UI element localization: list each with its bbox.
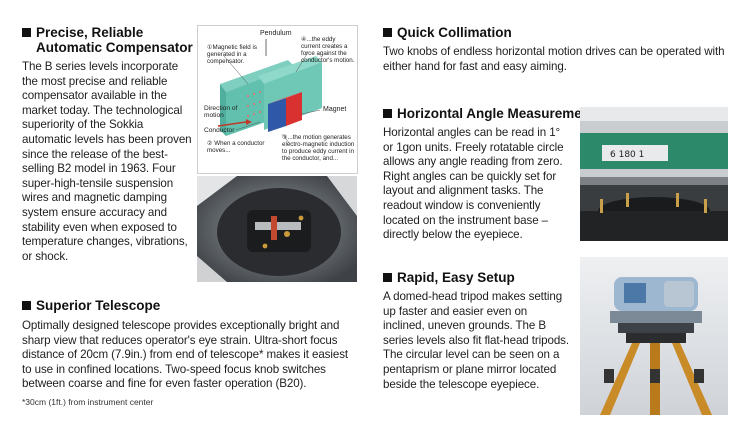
- bullet-square-icon: [22, 28, 31, 37]
- diagram-label-4: ④...the eddy current creates a force aga…: [301, 36, 355, 64]
- bullet-square-icon: [383, 28, 392, 37]
- angle-readout-scale: 6 180 1: [610, 150, 644, 160]
- angle-body: Horizontal angles can be read in 1° or 1…: [383, 126, 564, 242]
- collimation-heading: Quick Collimation: [383, 25, 733, 40]
- diagram-label-pendulum: Pendulum: [260, 30, 292, 37]
- bullet-square-icon: [383, 273, 392, 282]
- bullet-square-icon: [22, 301, 31, 310]
- diagram-label-direction: Direction of motion: [204, 105, 238, 119]
- angle-photo: 6 180 1: [580, 107, 728, 241]
- compensator-body: The B series levels incorporate the most…: [22, 60, 192, 263]
- collimation-section: Quick Collimation Two knobs of endless h…: [383, 25, 733, 74]
- compensator-photo-art: [197, 176, 357, 282]
- angle-section: Horizontal Angle Measurement Horizontal …: [383, 106, 595, 243]
- diagram-label-magnet: Magnet: [323, 106, 347, 113]
- compensator-section: Precise, Reliable Automatic Compensator …: [22, 25, 194, 264]
- angle-photo-art: 6 180 1: [580, 107, 728, 241]
- setup-section: Rapid, Easy Setup A domed-head tripod ma…: [383, 270, 571, 392]
- collimation-body: Two knobs of endless horizontal motion d…: [383, 45, 725, 73]
- setup-heading: Rapid, Easy Setup: [383, 270, 571, 285]
- diagram-label-conductor: Conductor: [204, 127, 235, 134]
- telescope-footnote: *30cm (1ft.) from instrument center: [22, 396, 154, 407]
- diagram-label-2: ② When a conductor moves...: [207, 140, 265, 154]
- setup-body: A domed-head tripod makes setting up fas…: [383, 290, 569, 391]
- diagram-label-1: ①Magnetic field is generated in a compen…: [207, 44, 257, 65]
- compensator-photo: [197, 176, 357, 282]
- setup-photo: [580, 257, 728, 415]
- bullet-square-icon: [383, 109, 392, 118]
- telescope-body: Optimally designed telescope provides ex…: [22, 319, 349, 391]
- compensator-diagram-art: [217, 39, 322, 145]
- compensator-heading: Precise, Reliable Automatic Compensator: [22, 25, 194, 55]
- angle-heading: Horizontal Angle Measurement: [383, 106, 595, 121]
- setup-photo-art: [580, 257, 728, 415]
- telescope-heading: Superior Telescope: [22, 298, 358, 313]
- telescope-section: Superior Telescope Optimally designed te…: [22, 298, 358, 407]
- compensator-diagram: Pendulum ①Magnetic field is generated in…: [197, 25, 358, 174]
- diagram-label-3: ③...the motion generates electro-magneti…: [282, 134, 355, 162]
